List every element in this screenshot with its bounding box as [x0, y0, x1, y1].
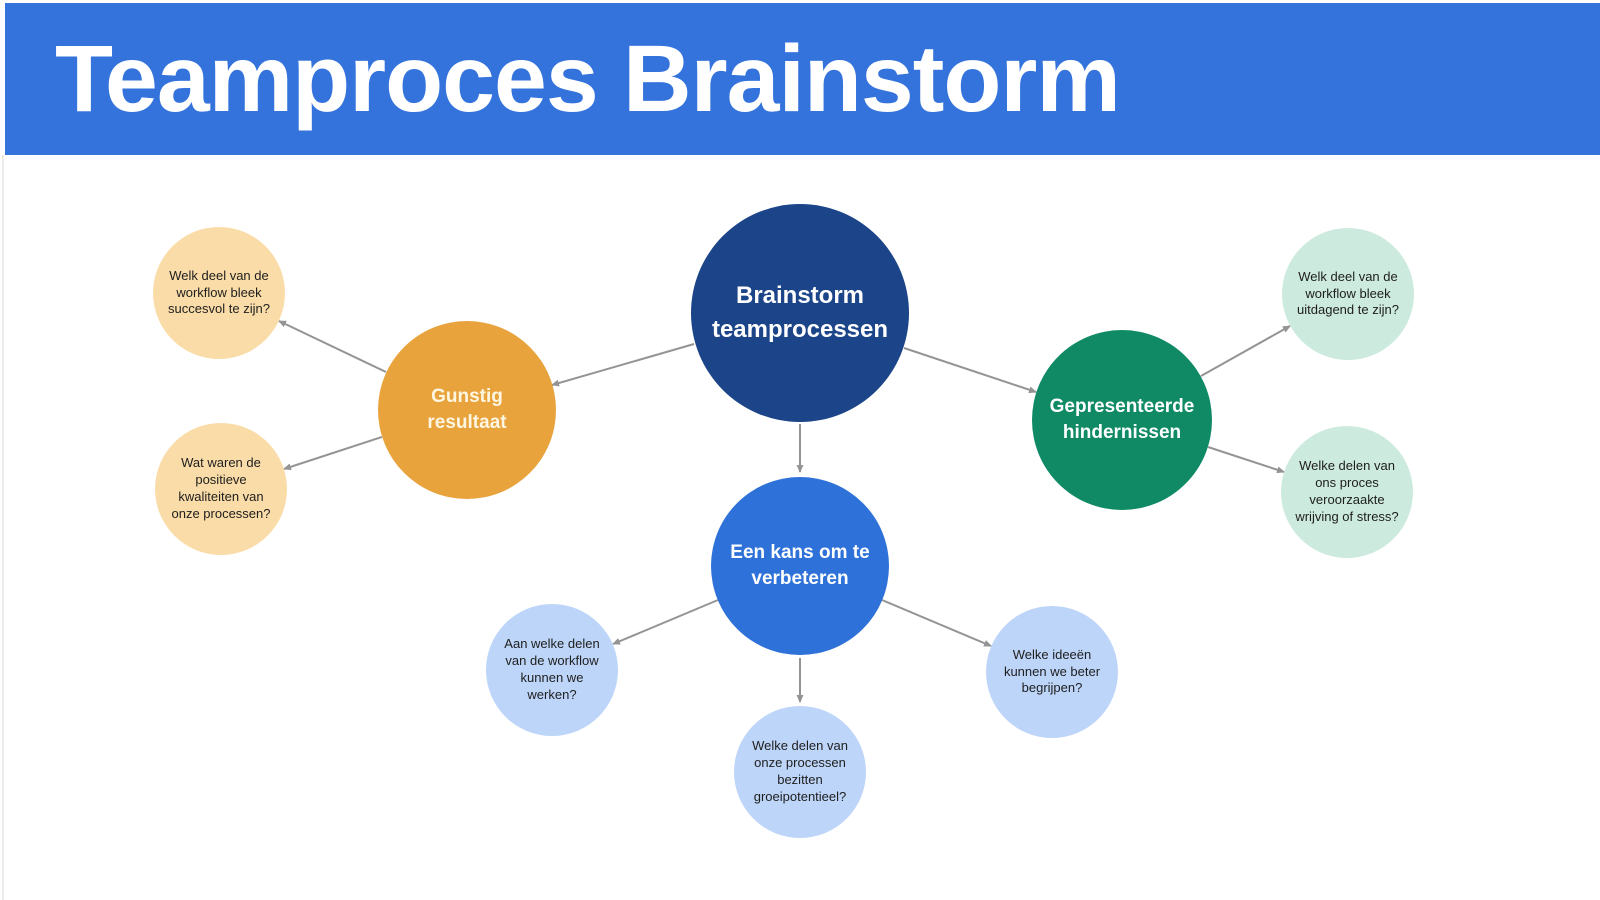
leaf-workflow-uitdagend[interactable]: Welk deel van de workflow bleek uitdagen… — [1282, 228, 1414, 360]
leaf-groeipotentieel[interactable]: Welke delen van onze processen bezitten … — [734, 706, 866, 838]
node-label: Welke ideeën kunnen we beter begrijpen? — [1003, 646, 1101, 696]
connector-improve-work-on — [612, 599, 719, 645]
node-label: Aan welke delen van de workflow kunnen w… — [504, 636, 600, 702]
connector-root-favorable — [551, 343, 695, 387]
leaf-delen-kunnen-werken[interactable]: Aan welke delen van de workflow kunnen w… — [486, 604, 618, 736]
connector-obstacles-friction — [1207, 446, 1285, 474]
page-left-edge — [2, 155, 4, 900]
node-een-kans-om-te-verbeteren[interactable]: Een kans om te verbeteren — [711, 477, 889, 655]
connector-obstacles-challenging — [1200, 325, 1291, 377]
node-label: Welk deel van de workflow bleek succesvo… — [168, 267, 270, 317]
page-title: Teamproces Brainstorm — [55, 25, 1121, 132]
leaf-workflow-succesvol[interactable]: Welk deel van de workflow bleek succesvo… — [153, 227, 285, 359]
node-gunstig-resultaat[interactable]: Gunstig resultaat — [378, 321, 556, 499]
header-banner: Teamproces Brainstorm — [5, 3, 1600, 155]
node-label: Een kans om te verbeteren — [730, 542, 870, 589]
node-label: Wat waren de positieve kwaliteiten van o… — [171, 455, 271, 521]
leaf-wrijving-of-stress[interactable]: Welke delen van ons proces veroorzaakte … — [1281, 426, 1413, 558]
connector-favorable-qualities — [283, 436, 383, 471]
node-label: Welk deel van de workflow bleek uitdagen… — [1297, 268, 1399, 318]
connector-root-obstacles — [903, 347, 1037, 394]
connector-favorable-success — [278, 320, 387, 373]
node-label: Welke delen van onze processen bezitten … — [752, 738, 848, 804]
leaf-ideeen-beter-begrijpen[interactable]: Welke ideeën kunnen we beter begrijpen? — [986, 606, 1118, 738]
connector-improve-understand — [881, 599, 992, 647]
leaf-positieve-kwaliteiten[interactable]: Wat waren de positieve kwaliteiten van o… — [155, 423, 287, 555]
node-gepresenteerde-hindernissen[interactable]: Gepresenteerde hindernissen — [1032, 330, 1212, 510]
node-label: Brainstorm teamprocessen — [711, 282, 889, 343]
node-label: Gepresenteerde hindernissen — [1049, 396, 1195, 443]
node-label: Welke delen van ons proces veroorzaakte … — [1295, 458, 1399, 524]
node-brainstorm-teamprocessen[interactable]: Brainstorm teamprocessen — [691, 204, 909, 422]
node-label: Gunstig resultaat — [427, 386, 507, 433]
